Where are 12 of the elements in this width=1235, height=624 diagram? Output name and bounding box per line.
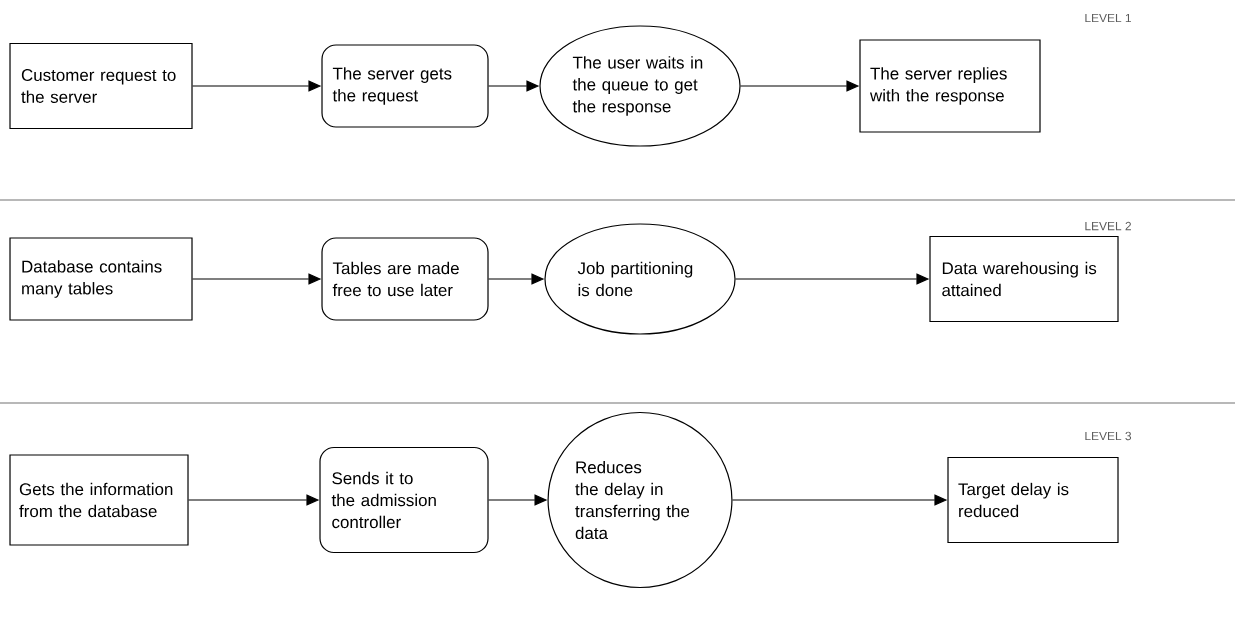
process-box: Database contains many tables [9, 237, 193, 321]
process-box: Gets the information from the database [9, 454, 189, 546]
level-label: LEVEL 2 [1085, 221, 1131, 231]
process-box: The server replies with the response [859, 39, 1041, 133]
level-label: LEVEL 1 [1085, 13, 1131, 23]
process-box: Customer request to the server [9, 42, 193, 130]
rounded-box: Tables are made free to use later [321, 237, 489, 321]
process-box: Data warehousing is attained [929, 235, 1119, 323]
process-box: Target delay is reduced [947, 456, 1119, 544]
rounded-box: Sends it to the admission controller [319, 446, 489, 554]
rounded-box: The server gets the request [321, 44, 489, 128]
level-label: LEVEL 3 [1085, 431, 1132, 441]
